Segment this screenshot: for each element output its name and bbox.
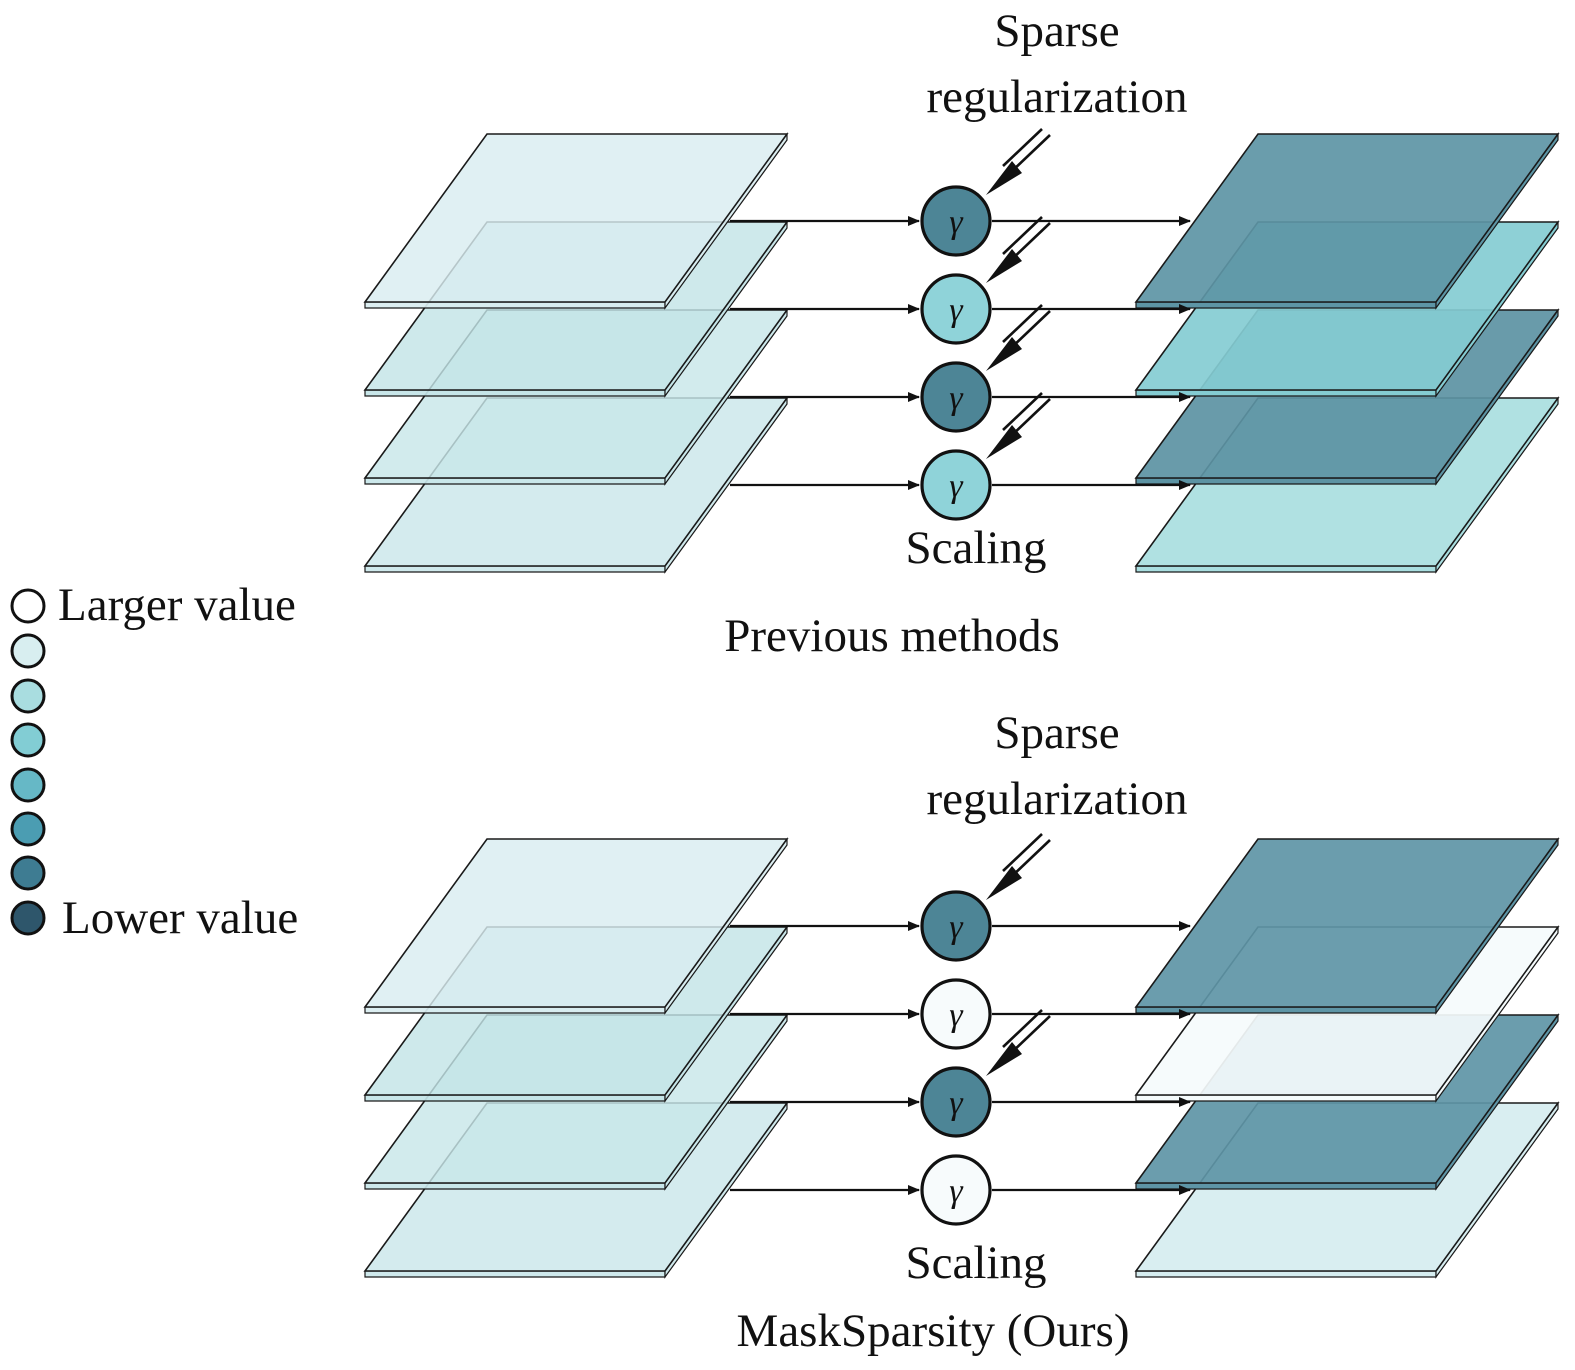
scaling-node-circle <box>920 890 992 962</box>
panel-caption: Previous methods <box>724 610 1060 662</box>
scaling-node-circle <box>920 361 992 433</box>
gamma-symbol: γ <box>949 468 964 505</box>
input-plane-1 <box>363 132 789 310</box>
output-feature-stack <box>1134 132 1560 574</box>
sparse-regularization-label-line1: Sparse <box>994 5 1119 57</box>
scaling-label: Scaling <box>906 1237 1047 1289</box>
gamma-symbol: γ <box>949 292 964 329</box>
output-plane-1-face <box>1134 838 1560 1008</box>
sparse-regularization-label-line2: regularization <box>927 71 1188 123</box>
regularization-arrow-2-shaft-b <box>1002 216 1043 255</box>
legend-swatch-8 <box>10 900 46 936</box>
scaling-node-circle <box>920 978 992 1050</box>
output-plane-2-edge <box>1135 389 1437 397</box>
gamma-symbol: γ <box>949 997 964 1034</box>
input-feature-stack <box>363 837 789 1279</box>
regularization-arrows <box>986 128 1051 459</box>
regularization-arrow-1-shaft-b <box>1002 833 1043 872</box>
regularization-arrow-1-head <box>986 161 1022 195</box>
legend-swatch-2 <box>10 633 46 669</box>
input-plane-1-edge <box>364 1006 666 1014</box>
regularization-arrow-3-shaft-b <box>1002 1009 1043 1048</box>
scaling-node-circle <box>920 273 992 345</box>
scaling-node-3: γ <box>920 361 992 433</box>
regularization-arrow-3-head <box>986 1042 1022 1076</box>
output-plane-1 <box>1134 837 1560 1015</box>
scaling-node-1: γ <box>920 890 992 962</box>
scaling-node-4: γ <box>920 1154 992 1226</box>
scaling-node-2: γ <box>920 273 992 345</box>
regularization-arrow-4-head <box>986 425 1022 459</box>
output-plane-1-edge <box>1135 301 1437 309</box>
input-plane-4-edge <box>364 565 666 573</box>
legend-swatch-4 <box>10 722 46 758</box>
scaling-node-circle <box>920 185 992 257</box>
scaling-node-circle <box>920 449 992 521</box>
sparse-regularization-label-line1: Sparse <box>994 707 1119 759</box>
input-plane-2-edge <box>364 389 666 397</box>
regularization-arrow-4-shaft-b <box>1002 392 1043 431</box>
regularization-arrow-1-head <box>986 866 1022 900</box>
output-plane-1-face <box>1134 133 1560 303</box>
legend-bottom-label: Lower value <box>62 892 298 944</box>
output-plane-2-edge <box>1135 1094 1437 1102</box>
legend: Larger value Lower value <box>10 579 298 944</box>
legend-top-label: Larger value <box>58 579 296 631</box>
legend-swatch-5 <box>10 767 46 803</box>
scaling-node-2: γ <box>920 978 992 1050</box>
scaling-node-1: γ <box>920 185 992 257</box>
scaling-node-4: γ <box>920 449 992 521</box>
output-plane-3-edge <box>1135 1182 1437 1190</box>
regularization-arrows <box>986 833 1051 1076</box>
panel-caption: MaskSparsity (Ours) <box>737 1305 1130 1357</box>
input-plane-1 <box>363 837 789 1015</box>
panel-previous-methods: γ γ γ γ Sparse regularization Scaling Previ… <box>363 5 1560 662</box>
regularization-arrow-3-shaft-b <box>1002 304 1043 343</box>
output-plane-1-edge <box>1135 1006 1437 1014</box>
input-plane-1-face <box>363 838 789 1008</box>
regularization-arrow-1-shaft-b <box>1002 128 1043 167</box>
scaling-label: Scaling <box>906 522 1047 574</box>
scaling-nodes: γ γ γ γ <box>920 890 992 1226</box>
panel-masksparsity-ours: γ γ γ γ Sparse regularization Scaling MaskS… <box>363 707 1560 1357</box>
input-plane-4-edge <box>364 1270 666 1278</box>
gamma-symbol: γ <box>949 1085 964 1122</box>
output-plane-3-edge <box>1135 477 1437 485</box>
connection-arrows <box>730 216 1191 490</box>
scaling-node-circle <box>920 1066 992 1138</box>
gamma-symbol: γ <box>949 1173 964 1210</box>
legend-swatch-6 <box>10 811 46 847</box>
scaling-node-circle <box>920 1154 992 1226</box>
input-plane-2-edge <box>364 1094 666 1102</box>
connection-arrows <box>730 921 1191 1195</box>
scaling-nodes: γ γ γ γ <box>920 185 992 521</box>
gamma-symbol: γ <box>949 909 964 946</box>
input-plane-1-face <box>363 133 789 303</box>
output-plane-4-edge <box>1135 1270 1437 1278</box>
scaling-node-3: γ <box>920 1066 992 1138</box>
output-plane-1 <box>1134 132 1560 310</box>
gamma-symbol: γ <box>949 380 964 417</box>
gamma-symbol: γ <box>949 204 964 241</box>
input-plane-3-edge <box>364 477 666 485</box>
regularization-arrow-2-head <box>986 249 1022 283</box>
input-feature-stack <box>363 132 789 574</box>
regularization-arrow-3-head <box>986 337 1022 371</box>
input-plane-3-edge <box>364 1182 666 1190</box>
sparse-regularization-label-line2: regularization <box>927 773 1188 825</box>
input-plane-1-edge <box>364 301 666 309</box>
legend-swatch-3 <box>10 678 46 714</box>
output-plane-4-edge <box>1135 565 1437 573</box>
output-feature-stack <box>1134 837 1560 1279</box>
legend-swatch-7 <box>10 855 46 891</box>
legend-swatch-1 <box>10 588 46 624</box>
